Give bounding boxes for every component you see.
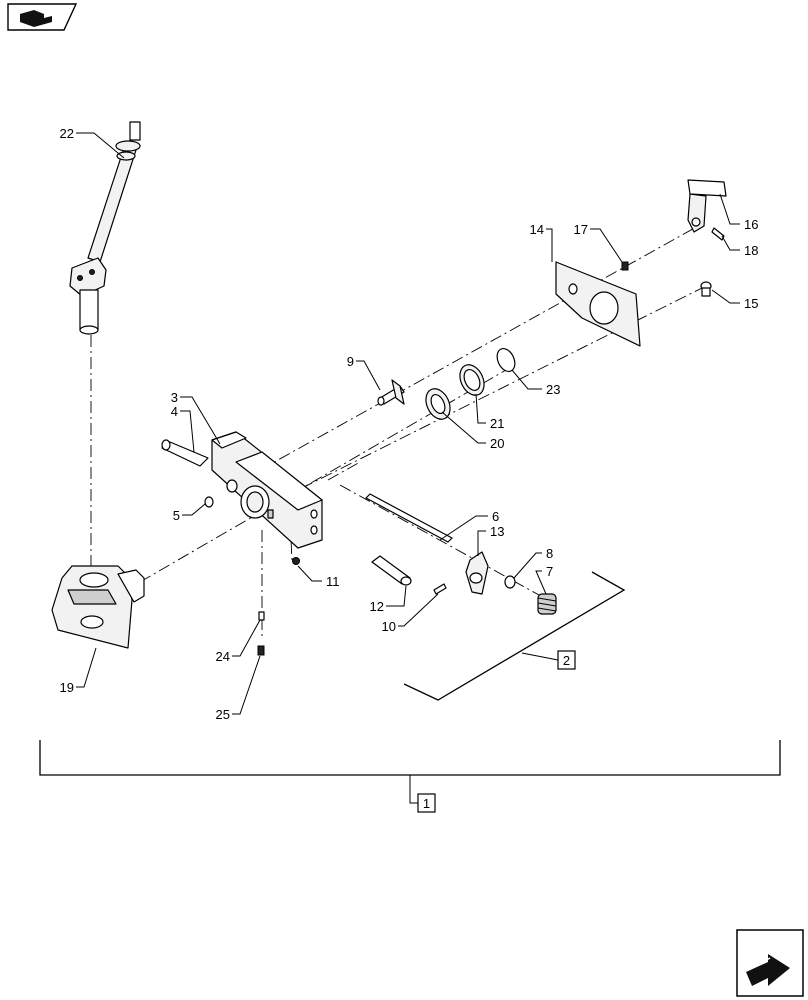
page-flip-icon[interactable]	[7, 3, 78, 31]
part-23-snap-ring	[496, 348, 516, 372]
callout-25: 25	[216, 707, 230, 722]
callout-box-2[interactable]: 2	[557, 650, 576, 670]
callout-17: 17	[574, 222, 588, 237]
part-7-spring	[537, 593, 557, 615]
callout-5: 5	[173, 508, 180, 523]
part-24-pin	[258, 611, 265, 621]
part-13-lever	[465, 551, 489, 595]
part-19-hitch-housing	[51, 565, 145, 649]
part-10-roll-pin	[433, 583, 447, 595]
part-3-bracket-plate	[211, 431, 323, 549]
part-17-set-screw	[621, 261, 629, 271]
part-21-ring	[459, 364, 485, 396]
callout-12: 12	[370, 599, 384, 614]
callout-9: 9	[347, 354, 354, 369]
callout-14: 14	[530, 222, 544, 237]
part-6-shaft	[365, 493, 453, 543]
callout-11: 11	[326, 574, 340, 589]
part-9-cross-pin	[377, 379, 405, 406]
callout-16: 16	[744, 217, 758, 232]
part-20-ring	[425, 388, 451, 420]
callout-21: 21	[490, 416, 504, 431]
callout-7: 7	[546, 564, 553, 579]
part-14-plate	[555, 261, 641, 347]
callout-19: 19	[60, 680, 74, 695]
part-4-pin	[161, 439, 209, 467]
callout-24: 24	[216, 649, 230, 664]
part-22-linkage-rod	[69, 121, 141, 335]
callout-box-1[interactable]: 1	[417, 793, 436, 813]
leader-lines	[76, 132, 740, 715]
next-page-arrow-icon[interactable]	[736, 929, 804, 997]
callout-8: 8	[546, 546, 553, 561]
part-25-grease-fitting	[257, 645, 265, 656]
callout-1: 1	[423, 796, 430, 811]
callout-23: 23	[546, 382, 560, 397]
group-2-bracket	[403, 571, 626, 701]
part-5-ring	[204, 496, 214, 508]
callout-10: 10	[382, 619, 396, 634]
part-12-pin	[371, 555, 412, 586]
part-18-pin	[711, 227, 725, 241]
callout-13: 13	[490, 524, 504, 539]
callout-18: 18	[744, 243, 758, 258]
callout-2: 2	[563, 653, 570, 668]
callout-6: 6	[492, 509, 499, 524]
callout-15: 15	[744, 296, 758, 311]
part-8-washer	[504, 575, 516, 589]
group-1-bracket	[39, 740, 781, 804]
part-15-screw	[700, 281, 712, 297]
callout-20: 20	[490, 436, 504, 451]
callout-3: 3	[171, 390, 178, 405]
part-16-handle	[687, 179, 727, 233]
callout-22: 22	[60, 126, 74, 141]
part-11-nut	[292, 557, 300, 565]
callout-4: 4	[171, 404, 178, 419]
